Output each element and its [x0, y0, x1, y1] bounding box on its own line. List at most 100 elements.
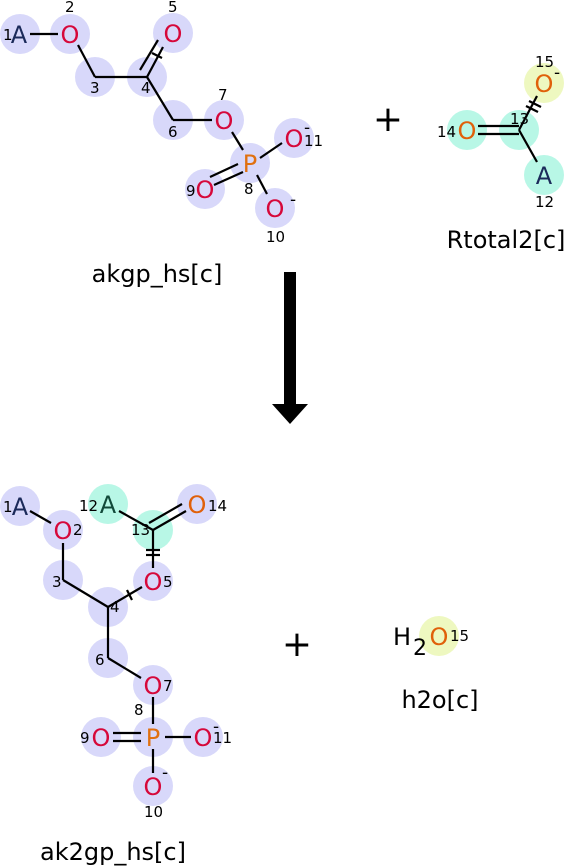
reaction-arrow	[272, 272, 308, 424]
atom-number-10: 10	[266, 228, 285, 246]
atom-15-label: O	[535, 70, 554, 98]
atom-11-label: O	[194, 724, 213, 752]
atom-1-label: A	[11, 21, 28, 49]
molecule-ak2gp-hs: A O O O P O O O A O - - 1 2 3 4 5 6 7 8 …	[0, 484, 232, 866]
atom-number-1: 1	[3, 498, 13, 516]
atom-number-3: 3	[90, 79, 100, 97]
charge-atom-10: -	[162, 763, 168, 783]
molecule-name-rtotal2: Rtotal2[c]	[447, 226, 566, 254]
water-subscript-2: 2	[413, 636, 427, 661]
atom-number-7: 7	[218, 86, 228, 104]
atom-halos	[447, 63, 564, 195]
atom-labels: O O A -	[458, 63, 561, 190]
atom-9-label: O	[196, 176, 215, 204]
plus-sign-reactants: +	[373, 99, 403, 140]
atom-number-9: 9	[80, 729, 90, 747]
atom-10-label: O	[266, 195, 285, 223]
atom-number-3: 3	[52, 573, 62, 591]
molecule-name-ak2gp-hs: ak2gp_hs[c]	[40, 838, 186, 866]
atom-number-7: 7	[163, 677, 173, 695]
halo-atom-14	[447, 110, 487, 150]
atom-number-4: 4	[141, 79, 151, 97]
charge-atom-11: -	[213, 717, 219, 737]
atom-numbers: 1 2 3 4 5 6 7 8 9 10 11	[3, 0, 323, 246]
halo-atom-15	[524, 63, 564, 103]
halo-atom-10	[133, 766, 173, 806]
atom-number-13: 13	[131, 521, 150, 539]
charge-atom-10: -	[290, 190, 296, 210]
halo-atom-15	[419, 616, 459, 656]
atom-number-1: 1	[3, 26, 13, 44]
atom-number-8: 8	[244, 180, 254, 198]
atom-number-6: 6	[95, 651, 105, 669]
halo-atom-11	[274, 118, 314, 158]
atom-halos	[0, 484, 223, 806]
charge-atom-15: -	[554, 63, 560, 83]
atom-numbers: 15 14 13 12	[437, 53, 554, 211]
atom-labels: A O O O P O O O A O - -	[12, 491, 219, 801]
atom-labels: A O O O P O O O - -	[11, 20, 310, 223]
halo-atom-5	[133, 561, 173, 601]
atom-7-label: O	[144, 672, 163, 700]
atom-number-2: 2	[73, 521, 83, 539]
water-hydrogen: H	[393, 623, 411, 651]
halo-atom-1	[0, 14, 40, 54]
molecule-rtotal2: O O A - 15 14 13 12 Rtotal2[c]	[437, 53, 565, 254]
charge-atom-11: -	[304, 118, 310, 138]
water-oxygen: O	[430, 623, 449, 651]
molecule-h2o: H 2 O 15 h2o[c]	[393, 616, 479, 714]
atom-number-2: 2	[65, 0, 75, 16]
atom-number-8: 8	[134, 701, 144, 719]
atom-number-5: 5	[168, 0, 178, 16]
halo-atom-11	[183, 717, 223, 757]
plus-sign-products: +	[282, 624, 312, 665]
halo-atom-5	[153, 13, 193, 53]
atom-number-15: 15	[535, 53, 554, 71]
atom-number-14: 14	[208, 497, 227, 515]
atom-8-label: P	[146, 724, 160, 752]
atom-8-label: P	[243, 150, 257, 178]
atom-number-4: 4	[110, 598, 120, 616]
molecule-name-h2o: h2o[c]	[401, 686, 478, 714]
atom-5-label: O	[164, 20, 183, 48]
bonds	[478, 95, 542, 163]
halo-atom-7	[204, 100, 244, 140]
atom-2-label: O	[61, 21, 80, 49]
halo-atom-9	[81, 717, 121, 757]
halo-atom-10	[255, 188, 295, 228]
atom-number-6: 6	[168, 123, 178, 141]
atom-1-label: A	[12, 493, 29, 521]
molecule-name-akgp-hs: akgp_hs[c]	[92, 260, 223, 288]
atom-7-label: O	[215, 107, 234, 135]
atom-number-9: 9	[186, 182, 196, 200]
atom-number-10: 10	[144, 803, 163, 821]
atom-2-label: O	[54, 517, 73, 545]
atom-11-label: O	[285, 125, 304, 153]
atom-9-label: O	[92, 724, 111, 752]
halo-atom-7	[133, 665, 173, 705]
halo-atom-2	[50, 14, 90, 54]
arrow-shaft	[284, 272, 296, 408]
atom-5-label: O	[144, 568, 163, 596]
halo-atom-2	[43, 510, 83, 550]
arrow-head	[272, 404, 308, 424]
atom-number-13: 13	[510, 110, 529, 128]
halo-atom-12	[88, 484, 128, 524]
atom-12-label: A	[536, 162, 553, 190]
halo-atom-12	[524, 155, 564, 195]
atom-number-12: 12	[535, 193, 554, 211]
atom-number-14: 14	[437, 123, 456, 141]
atom-10-label: O	[144, 773, 163, 801]
atom-number-11: 11	[213, 729, 232, 747]
molecule-akgp-hs: A O O O P O O O - - 1 2 3 4 5 6 7 8 9 10…	[0, 0, 323, 288]
atom-14-label: O	[458, 117, 477, 145]
atom-number-15: 15	[450, 627, 469, 645]
atom-14-label: O	[188, 491, 207, 519]
atom-numbers: 1 2 3 4 5 6 7 8 9 10 11 12 13 14	[3, 497, 232, 821]
atom-number-12: 12	[79, 497, 98, 515]
bonds	[29, 503, 191, 773]
halo-atom-9	[185, 169, 225, 209]
atom-12-label: A	[100, 491, 117, 519]
halo-atom-1	[0, 486, 40, 526]
